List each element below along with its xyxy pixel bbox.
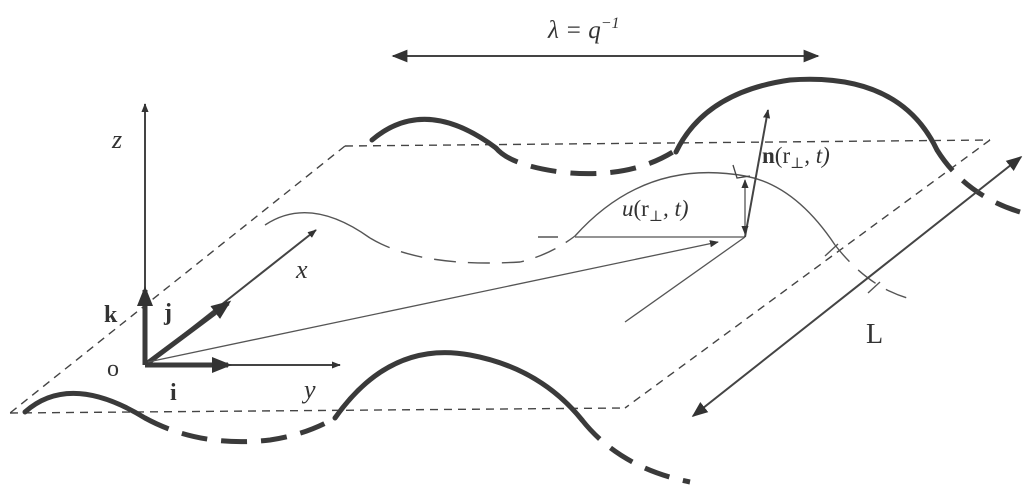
wavelength-label: λ = q−1 (547, 15, 620, 44)
back-wave-trough-dashed (494, 146, 678, 177)
back-wave-crest-2 (673, 76, 940, 155)
z-axis-label: z (111, 125, 122, 154)
tick-mark-1 (824, 243, 839, 257)
back-wave-thick (369, 76, 1021, 215)
projection-line (624, 236, 746, 323)
plane-front-edge (9, 407, 626, 414)
back-wave-crest-1 (369, 116, 499, 151)
front-wave-crest-1 (22, 391, 148, 421)
plane-right-edge (624, 139, 991, 409)
length-arrow (691, 156, 1023, 417)
origin-label: o (107, 356, 119, 382)
middle-wave-trough-dashed (369, 235, 576, 264)
plane-left-edge (9, 145, 346, 414)
unit-k-label: k (104, 302, 118, 328)
back-wave-tail-dashed (934, 148, 1021, 215)
reference-plane (9, 139, 991, 414)
position-vector (147, 240, 719, 363)
normal-label: n(r⊥, t) (762, 143, 830, 172)
tick-mark-2 (867, 281, 881, 294)
surface-vectors (147, 109, 771, 363)
x-axis-label: x (295, 255, 308, 284)
coordinate-axes (137, 103, 341, 373)
middle-wave-crest-2 (574, 171, 836, 246)
front-wave-crest-2 (332, 350, 585, 423)
length-label: L (866, 319, 883, 350)
middle-wave-crest-1 (264, 212, 371, 239)
unit-vector-j (143, 300, 232, 368)
plane-back-edge (344, 139, 991, 147)
front-wave-thick (22, 350, 691, 485)
y-axis-label: y (301, 375, 316, 404)
unit-j-label: j (163, 300, 172, 326)
normal-vector (744, 109, 771, 238)
middle-wave-thin (264, 171, 916, 301)
displacement-label: u(r⊥, t) (622, 196, 689, 225)
front-wave-trough-dashed (143, 415, 337, 445)
front-wave-tail-dashed (580, 418, 691, 485)
unit-i-label: i (170, 380, 177, 406)
